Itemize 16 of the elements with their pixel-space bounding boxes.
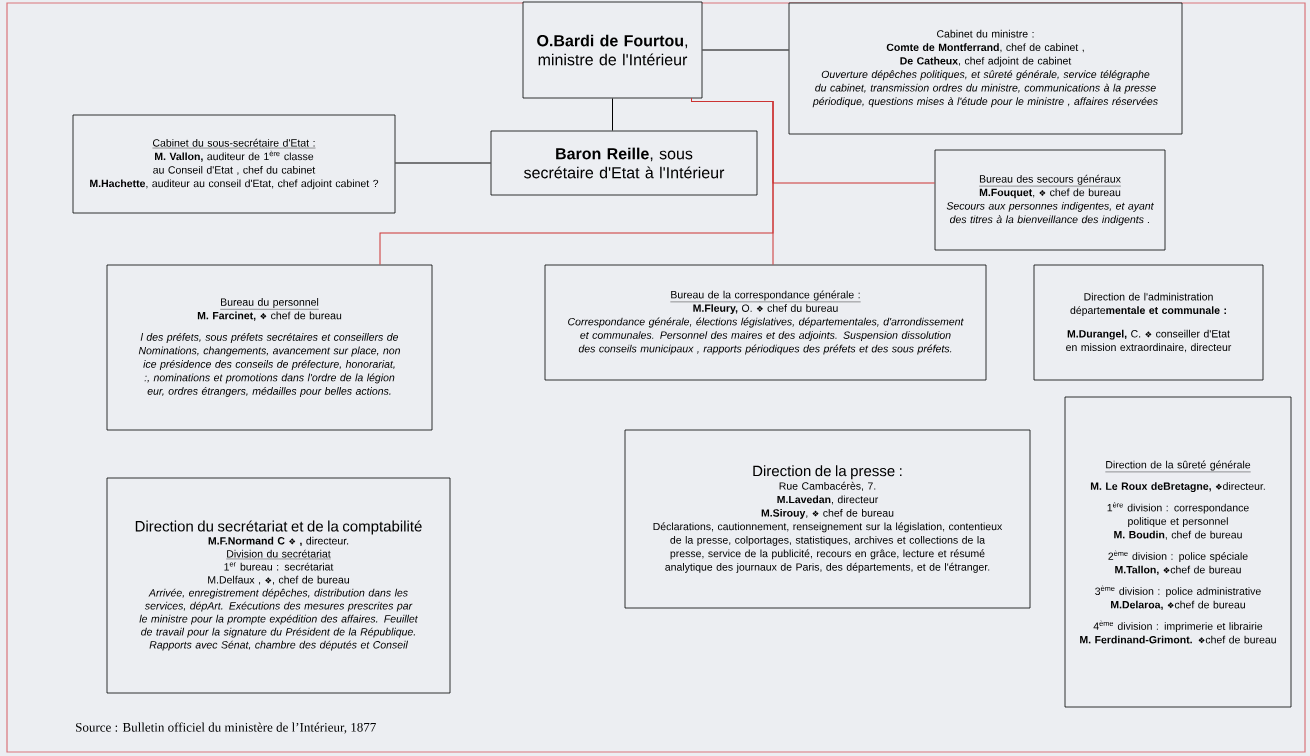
org-box: Cabinet du sous-secrétaire d'Etat : M. Vallon, auditeur de 1$^{ère}$ classe au Conseil d'Etat , chef du cabinet M.Hachette, auditeur au conseil d'Etat, chef adjoint cabinet ? [72, 114, 396, 214]
org-box: Direction de la presse : Rue Cambacérès, 7. M.Lavedan, directeur M.Sirouy, ❖ chef de bureau Déclarations, cautionnement, renseignement sur la législation, contentieux de la presse, colportages, statistiques, archives et collections de la presse, service de la publicité, recours en grâce, lecture et résumé analytique des journaux de Paris, des départements, et de l'étranger. [624, 429, 1031, 609]
connector-line [691, 97, 774, 266]
org-box: Baron Reille, sous secrétaire d'Etat à l'Intérieur [490, 130, 758, 196]
org-box: Bureau de la correspondance générale : M.Fleury, O. ❖ chef du bureau Correspondance générale, élections législatives, départementales, d'arrondissement et communales. Personnel des maires et des adjoints. Suspension dissolution des conseils municipaux , rapports périodiques des préfets et des sous préfets. [544, 264, 987, 381]
org-box: Direction de l'administration départementale et communale : M.Durangel, C. ❖ conseiller d'Etat en mission extraordinaire, directeur [1033, 264, 1264, 381]
org-box: Direction du secrétariat et de la comptabilité M.F.Normand C ❖ , directeur. Division du secrétariat 1$^{er}$ bureau : secrétariat M.Delfaux , ❖, chef de bureau Arrivée, enregistrement dépêches, distribution dans les services, dépArt. Exécutions des mesures prescrites par le ministre pour la prompte expédition des affaires. Feuillet de travail pour la signature du Président de la République. Rapports avec Sénat, chambre des députés et Conseil [106, 477, 451, 694]
org-box: O.Bardi de Fourtou, ministre de l'Intérieur [522, 1, 703, 99]
connector-line [394, 162, 492, 164]
org-box: Bureau du personnel M. Farcinet, ❖ chef de bureau l des préfets, sous préfets secrétaires et conseillers de Nominations, changements, avancement sur place, non ice présidence des conseils de préfecture, honorariat, :, nominations et promotions dans l'ordre de la légion eur, ordres étrangers, médailles pour belles actions. [106, 264, 433, 431]
connector-line [701, 49, 790, 51]
org-box: Direction de la sûreté générale M. Le Roux deBretagne, ❖directeur. 1$^{ère}$ division : correspondance politique et personnel M. Boudin, chef de bureau 2$^{ème}$ division : police spéciale M.Tallon, ❖chef de bureau 3$^{ème}$ division : police administrative M.Delaroa, ❖chef de bureau 4$^{ème}$ division : imprimerie et librairie M. Ferdinand-Grimont. ❖chef de bureau [1064, 396, 1292, 708]
source-note: Source : Bulletin officiel du ministère de l’Intérieur, 1877 [76, 722, 376, 734]
connector-line [612, 97, 613, 132]
org-box: Cabinet du ministre : Comte de Montferrand, chef de cabinet , De Catheux, chef adjoint de cabinet Ouverture dépêches politiques, et sûreté générale, service télégraphe du cabinet, transmission ordres du ministre, communications à la presse périodique, questions mises à l'étude pour le ministre , affaires réservées [788, 2, 1183, 135]
org-box: Bureau des secours généraux M.Fouquet, ❖ chef de bureau Secours aux personnes indigentes, et ayant des titres à la bienveillance des indigents . [934, 149, 1166, 251]
